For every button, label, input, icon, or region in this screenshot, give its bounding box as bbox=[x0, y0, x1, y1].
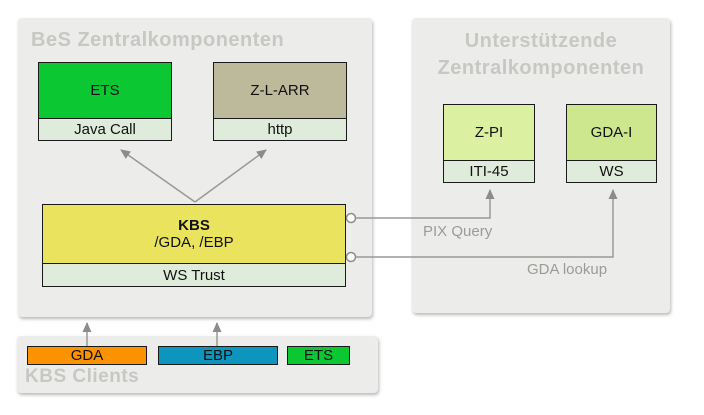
node-gda-i-label: GDA-I bbox=[590, 124, 633, 141]
node-z-l-arr-protocol: http bbox=[267, 121, 293, 138]
node-ets-protocol: Java Call bbox=[74, 121, 136, 138]
node-gda-i-protocol-strip: WS bbox=[567, 161, 656, 182]
node-z-pi-body: Z-PI bbox=[444, 105, 534, 161]
node-ets-protocol-strip: Java Call bbox=[39, 119, 171, 140]
client-box-gda: GDA bbox=[27, 346, 147, 365]
client-box-ebp: EBP bbox=[158, 346, 278, 365]
node-gda-i-body: GDA-I bbox=[567, 105, 656, 161]
client-gda-label: GDA bbox=[70, 347, 104, 364]
panel-support-title-line1: Unterstützende bbox=[464, 30, 618, 52]
panel-bes-title: BeS Zentralkomponenten bbox=[31, 29, 285, 51]
node-z-pi-label: Z-PI bbox=[474, 124, 504, 141]
node-kbs-sublabel: /GDA, /EBP bbox=[154, 234, 234, 251]
node-kbs: KBS /GDA, /EBP WS Trust bbox=[42, 204, 346, 287]
node-kbs-protocol-strip: WS Trust bbox=[43, 264, 345, 286]
node-gda-i-protocol: WS bbox=[599, 163, 624, 180]
panel-support-title: Unterstützende Zentralkomponenten bbox=[412, 28, 670, 82]
node-z-pi-protocol-strip: ITI-45 bbox=[444, 161, 534, 182]
node-ets-body: ETS bbox=[39, 63, 171, 119]
node-z-l-arr-protocol-strip: http bbox=[214, 119, 346, 140]
node-kbs-protocol: WS Trust bbox=[163, 266, 225, 284]
node-z-pi-protocol: ITI-45 bbox=[469, 163, 509, 180]
node-kbs-label: KBS bbox=[178, 217, 210, 234]
connector-label-pix-query: PIX Query bbox=[423, 223, 493, 240]
node-gda-i: GDA-I WS bbox=[566, 104, 657, 183]
node-z-pi: Z-PI ITI-45 bbox=[443, 104, 535, 183]
node-ets-label: ETS bbox=[90, 82, 120, 99]
client-box-ets: ETS bbox=[287, 346, 350, 365]
node-z-l-arr-body: Z-L-ARR bbox=[214, 63, 346, 119]
panel-support-title-line2: Zentralkomponenten bbox=[437, 57, 645, 79]
node-z-l-arr-label: Z-L-ARR bbox=[250, 82, 310, 99]
node-kbs-body: KBS /GDA, /EBP bbox=[43, 205, 345, 264]
connector-label-gda-lookup: GDA lookup bbox=[527, 261, 608, 278]
panel-clients-title: KBS Clients bbox=[25, 366, 140, 387]
node-z-l-arr: Z-L-ARR http bbox=[213, 62, 347, 141]
client-ebp-label: EBP bbox=[202, 347, 233, 364]
client-ets-label: ETS bbox=[303, 347, 334, 364]
node-ets: ETS Java Call bbox=[38, 62, 172, 141]
